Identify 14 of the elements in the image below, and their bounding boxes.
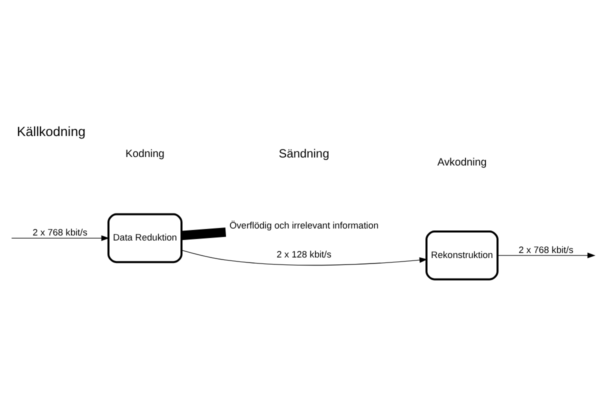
edge-label: 2 x 768 kbit/s [32, 228, 88, 238]
connector [181, 227, 226, 240]
node-box: Data Reduktion [107, 213, 182, 264]
edge-label: 2 x 128 kbit/s [276, 250, 332, 260]
label: Avkodning [437, 156, 487, 169]
arrow [11, 235, 110, 241]
diagram-title: Källkodning [16, 124, 86, 139]
edge-label: 2 x 768 kbit/s [518, 244, 574, 255]
label: Kodning [126, 148, 164, 160]
node-box: Rekonstruktion [426, 230, 499, 280]
node-text: Överflödig och irrelevant information [229, 220, 379, 231]
label: Sändning [278, 146, 330, 160]
arrow [497, 252, 596, 258]
arrow [181, 250, 428, 266]
